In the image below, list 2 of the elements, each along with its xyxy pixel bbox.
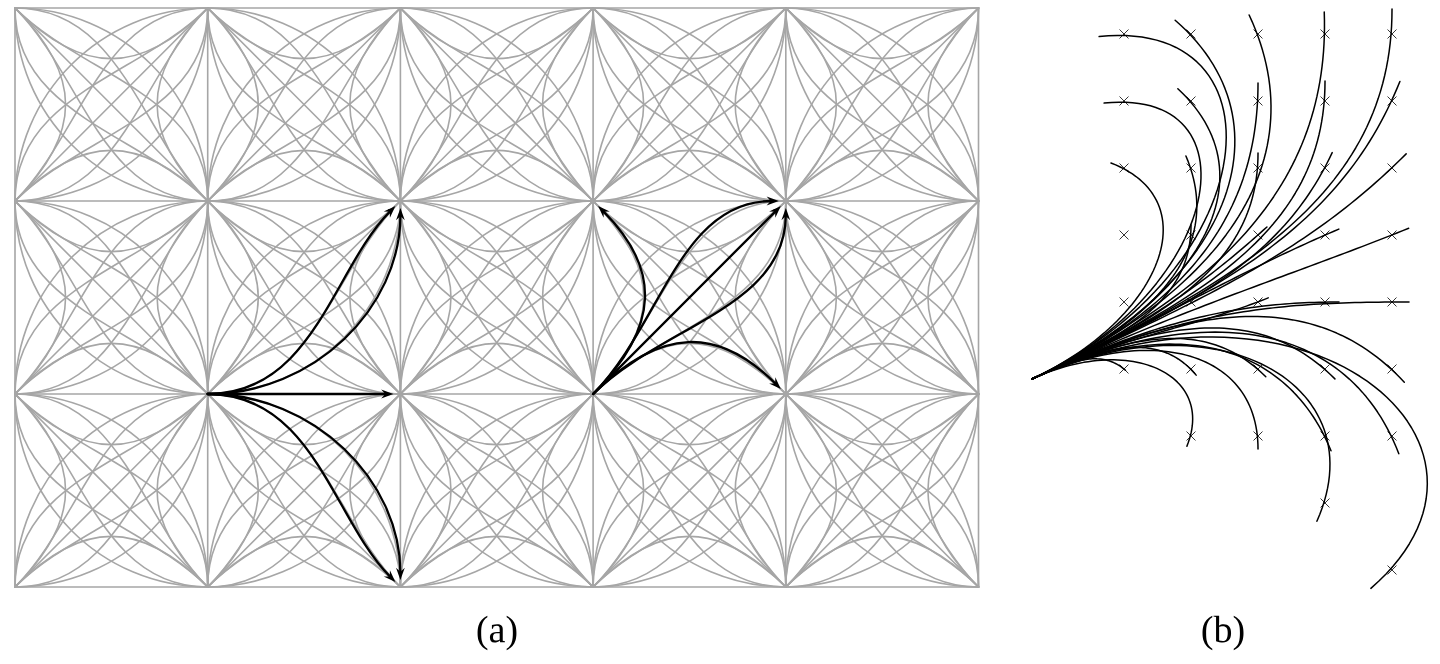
panel-label: (a) bbox=[477, 615, 517, 651]
panel-label: (b) bbox=[1202, 615, 1244, 651]
